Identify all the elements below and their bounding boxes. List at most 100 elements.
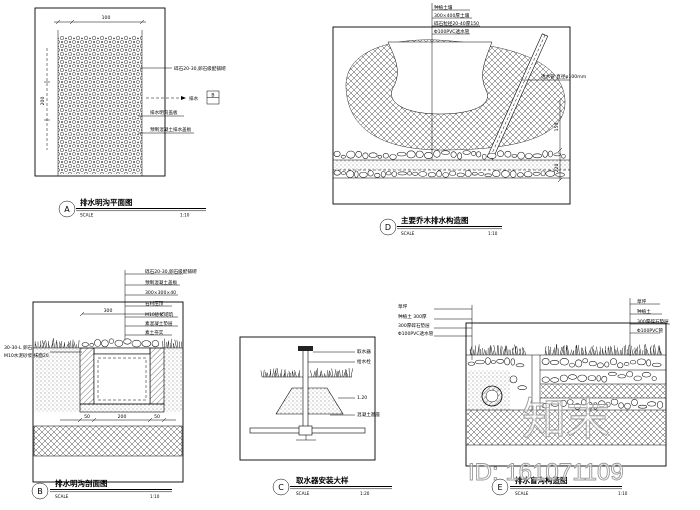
detail-marker: D — [385, 223, 391, 232]
stone-layer-top — [333, 150, 566, 160]
stone — [510, 170, 517, 178]
stone — [396, 152, 407, 157]
stone — [151, 340, 160, 348]
stone — [618, 402, 624, 409]
stone — [380, 171, 386, 178]
cover-slab — [93, 347, 151, 355]
label-coping: 石材压顶 — [145, 300, 164, 307]
stone — [593, 402, 598, 410]
tree-pit-void — [387, 41, 493, 115]
label-pipe-right: Φ100PVC管 — [637, 327, 664, 334]
stone — [646, 359, 652, 367]
dim-depth-2: 220 — [554, 164, 560, 173]
label-lawn: 草坪 — [398, 303, 408, 310]
detail-marker-circle — [379, 218, 397, 236]
detail-e-left-annotations: 草坪 种植土 300厚 300厚碎石垫层 Φ100PVC透水管 — [398, 303, 473, 360]
stone — [496, 359, 505, 364]
stone — [412, 171, 419, 176]
layer-stones-3 — [541, 398, 664, 410]
dim-wall-right: 50 — [154, 414, 160, 420]
detail-marker: E — [497, 483, 502, 492]
label-gravel-top: 砾石20-30,卵石级配铺砌 — [145, 268, 197, 275]
detail-e-right-annotations: 草坪 种植土 300厚碎石垫层 Φ100PVC管 — [629, 298, 670, 356]
stone — [604, 361, 610, 368]
label-precast-cover: 预制混凝土排水盖板 — [150, 126, 192, 133]
label-soil-right: 种植土 — [637, 308, 651, 315]
grass-blades — [162, 338, 183, 349]
stone — [541, 403, 550, 409]
stone — [374, 173, 381, 178]
stone — [382, 153, 389, 159]
stone — [442, 172, 449, 178]
label-concrete-base: 混凝土基座 — [357, 411, 380, 418]
stone — [588, 361, 597, 367]
stone — [450, 151, 457, 158]
channel-wall-right — [149, 347, 165, 405]
stone — [596, 362, 604, 369]
stone — [574, 403, 581, 410]
label-depth: 1.20 — [357, 395, 367, 401]
stone — [467, 361, 476, 366]
stone — [89, 342, 94, 347]
detail-d-dimensions: 150 220 — [554, 97, 563, 183]
stone — [101, 339, 109, 348]
detail-marker: A — [64, 205, 70, 214]
riser-pipe — [302, 349, 309, 431]
stone — [638, 404, 648, 409]
detail-b-annotations: 砾石20-30,卵石级配铺砌 预制混凝土盖板 300×300×40 石材压顶 M… — [125, 268, 197, 336]
detail-c-frame — [239, 336, 376, 461]
stone — [436, 170, 442, 178]
stone — [610, 358, 617, 366]
grass-left — [260, 368, 301, 378]
detail-e-title-block: E 排水盲沟构造图 SCALE 1:10 — [491, 475, 628, 496]
stone — [651, 376, 657, 381]
label-mortar: M10砂浆砌筑 — [145, 311, 174, 318]
stone — [575, 359, 583, 368]
stone — [407, 171, 413, 176]
label-drain-pipe: Φ100PVC透水管 — [434, 28, 470, 35]
stone — [462, 150, 471, 155]
label-valve: 给水栓 — [357, 358, 371, 365]
watermark-brand: 知末 — [522, 395, 610, 444]
scale-label: SCALE — [401, 231, 415, 236]
stone — [517, 385, 527, 390]
stone — [540, 170, 546, 177]
stone-cover-layer — [81, 338, 160, 348]
scale-label: SCALE — [80, 213, 94, 218]
stone — [449, 170, 457, 176]
stone — [617, 374, 627, 379]
detail-a-annotations: 碎石20-30,卵石级配铺砌 排水 B 排水明沟盖板 预制混凝土排水盖板 — [138, 65, 226, 134]
scale-value: 1:10 — [488, 231, 498, 236]
stone — [391, 171, 398, 177]
section-marker-letter: B — [211, 92, 214, 98]
scale-value: 1:10 — [180, 213, 190, 218]
label-concrete-bed: 素混凝土垫层 — [145, 320, 173, 327]
stone — [641, 372, 651, 378]
stone — [464, 170, 472, 177]
dimension-top: 300 — [79, 308, 165, 317]
stone — [415, 150, 424, 159]
stone — [596, 375, 601, 382]
stone — [418, 171, 428, 177]
grass-blades — [469, 344, 526, 356]
detail-marker: B — [37, 487, 43, 496]
stone — [481, 153, 487, 160]
stone — [427, 172, 436, 178]
pipe-tee — [298, 425, 313, 436]
arrow-icon — [181, 96, 186, 100]
side-fill-right — [164, 349, 182, 412]
stone — [94, 339, 101, 347]
ground-layers — [333, 150, 570, 179]
label-compacted-soil: 素土夯实 — [145, 329, 164, 336]
grass-left — [469, 344, 526, 356]
label-gravel-right: 300厚碎石垫层 — [637, 318, 669, 325]
watermark-id: ID: 161071109 — [468, 459, 624, 486]
stone — [509, 375, 518, 384]
detail-b-frame — [32, 301, 184, 483]
label-gravel-bed: 碎石粒径20-40厚150 — [434, 20, 479, 27]
label-drain-pipe: Φ100PVC透水管 — [398, 330, 434, 337]
stone — [636, 358, 646, 366]
scale-label: SCALE — [296, 491, 310, 496]
stone — [441, 150, 450, 155]
stone — [559, 399, 567, 407]
